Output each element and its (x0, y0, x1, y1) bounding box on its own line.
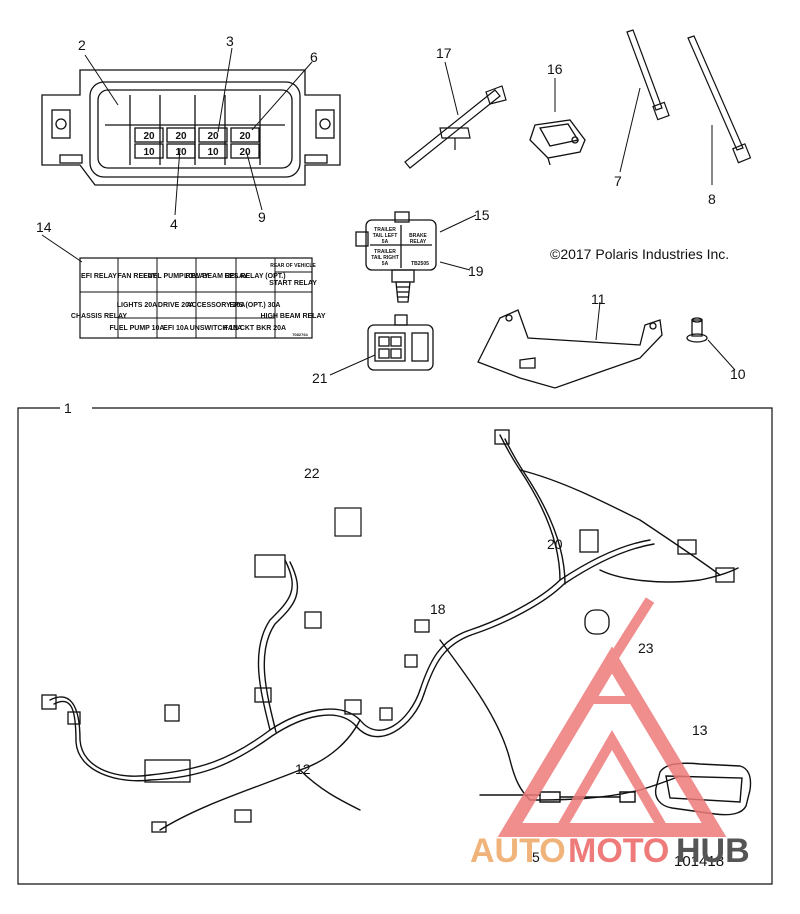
fuse-chart-cell: EPS RELAY (OPT.) (224, 273, 285, 280)
fuse-chart-cell: CHASSIS RELAY (71, 313, 127, 320)
leader-lines-top (41, 47, 736, 376)
relay-text: TB2505 (411, 261, 429, 267)
harness-frame (17, 407, 773, 885)
callout-number: 1 (64, 400, 72, 416)
callout-number: 21 (312, 370, 328, 386)
callout-number: 19 (468, 263, 484, 279)
callout-number: 9 (258, 209, 266, 225)
callout-number: 7 (614, 173, 622, 189)
fuse-chart-cell: LOW BEAM RELAY (184, 273, 248, 280)
fuse-number: 20 (207, 131, 219, 142)
fuse-number: 10 (143, 147, 155, 158)
callout-number: 14 (36, 219, 52, 235)
relay-text: RELAY (410, 239, 427, 245)
fuse-number: 20 (143, 131, 155, 142)
fuse-chart-cell: EFI 10A (163, 325, 189, 332)
figure-number: 101418 (674, 853, 724, 870)
fuse-chart-cell: FUEL PUMP RELAY (143, 273, 209, 280)
relay-text: 5A (382, 261, 389, 267)
callout-number: 22 (304, 465, 320, 481)
callout-number: 18 (430, 601, 446, 617)
callout-number: 17 (436, 45, 452, 61)
fuse-chart-cell: DRIVE 20A (158, 302, 194, 309)
callout-number: 15 (474, 207, 490, 223)
fuse-chart-cell: FAN CKT BKR 20A (224, 325, 286, 332)
harness-connectors (41, 429, 735, 833)
module-13 (654, 762, 752, 816)
fuse-number: 10 (207, 147, 219, 158)
label-22-square (334, 507, 362, 537)
fuse-chart-cell: EFI RELAY (81, 273, 117, 280)
relay-text: TAIL LEFT (373, 233, 398, 239)
cable-tie-7 (626, 29, 670, 121)
callout-number: 12 (295, 761, 311, 777)
callout-number: 4 (170, 216, 178, 232)
fuse-chart-cell: EPS (OPT.) 30A (230, 302, 281, 309)
relay-text: 5A (382, 239, 389, 245)
cable-tie-8 (687, 35, 752, 164)
relay-module (355, 211, 437, 303)
bracket-11 (477, 309, 663, 389)
callout-number: 11 (591, 291, 606, 307)
watermark-part: MOTO (568, 832, 669, 870)
watermark-logo (497, 597, 727, 837)
fuse-number: 10 (175, 147, 187, 158)
wire-harness (49, 434, 739, 831)
callout-number: 6 (310, 49, 318, 65)
connector-21 (367, 314, 434, 371)
callout-number: 16 (547, 61, 563, 77)
fuse-chart-cell: HIGH BEAM RELAY (260, 313, 325, 320)
copyright-text: ©2017 Polaris Industries Inc. (550, 246, 729, 262)
callout-number: 8 (708, 191, 716, 207)
watermark-part: AUTO (470, 832, 566, 870)
callout-number: 3 (226, 33, 234, 49)
relay-label: TRAILER TAIL LEFT 5A BRAKE RELAY TRAILER… (371, 227, 429, 267)
callout-number: 20 (547, 536, 563, 552)
callout-number: 2 (78, 37, 86, 53)
fuse-chart-cell: FAN RELAY (117, 273, 156, 280)
callout-number: 5 (532, 849, 540, 865)
fuse-chart-cell: FUEL PUMP 10A (110, 325, 165, 332)
relay-text: TRAILER (374, 249, 396, 255)
cable-tie-17 (404, 85, 507, 169)
fuse-chart-cell: ACCESSORY 20A (187, 302, 246, 309)
fuse-numbers: 20 20 20 20 10 10 10 20 (143, 131, 251, 158)
fuse-chart: EFI RELAY FAN RELAY FUEL PUMP RELAY LOW … (71, 257, 326, 339)
relay-text: TAIL RIGHT (371, 255, 399, 261)
fuse-chart-cell: REAR OF VEHICLE (270, 263, 316, 269)
watermark-text: AUTO MOTO HUB (470, 832, 750, 870)
callout-number: 23 (638, 640, 654, 656)
relay-text: BRAKE (409, 233, 427, 239)
watermark-triangle-icon (497, 646, 727, 837)
fuse-chart-cell: UNSWITCH 10A (190, 325, 243, 332)
fuse-chart-cell: 7082764 (292, 332, 308, 337)
fuse-chart-cell: START RELAY (269, 280, 317, 287)
fastener-10 (686, 317, 708, 343)
fuse-number: 20 (239, 147, 251, 158)
fuse-number: 20 (239, 131, 251, 142)
connector-16 (529, 119, 586, 166)
fuse-box-part (41, 69, 341, 186)
watermark-part: HUB (676, 832, 750, 870)
callout-number: 10 (730, 366, 746, 382)
callout-number: 13 (692, 722, 708, 738)
callout-labels: 2 3 6 4 9 17 16 7 8 14 15 19 21 11 10 1 … (36, 33, 746, 865)
fuse-number: 20 (175, 131, 187, 142)
relay-text: TRAILER (374, 227, 396, 233)
fuse-chart-cell: LIGHTS 20A (117, 302, 157, 309)
